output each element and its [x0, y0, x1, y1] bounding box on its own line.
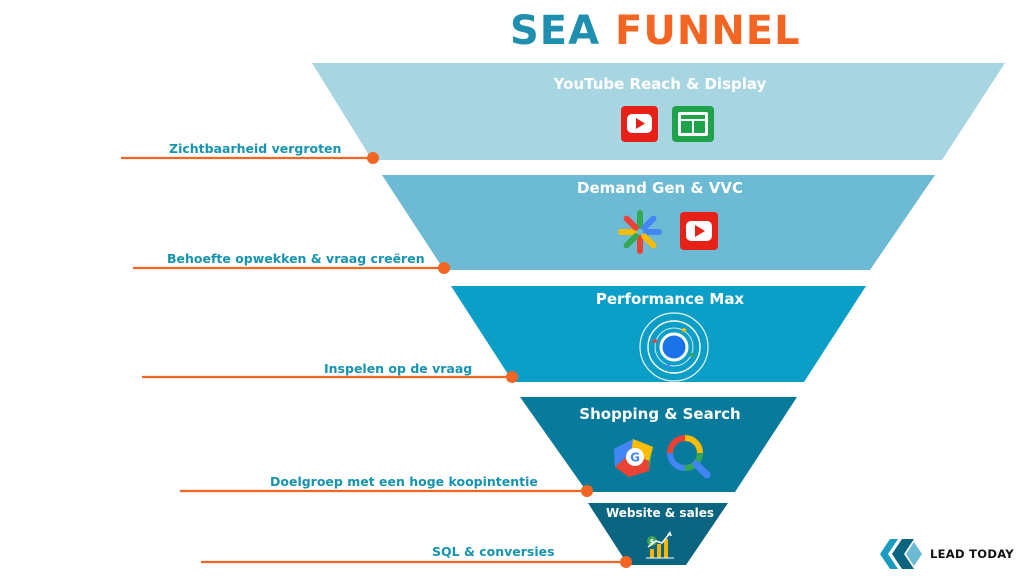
connector-dot-3 [506, 371, 518, 383]
funnel-level-4 [520, 397, 797, 492]
sales-growth-icon: $ [646, 531, 674, 559]
svg-text:G: G [630, 451, 640, 465]
lead-today-logo-mark [880, 539, 922, 569]
connector-lines [121, 156, 626, 564]
funnel-level-3-title: Performance Max [595, 290, 745, 308]
google-display-icon [672, 106, 714, 142]
connector-dot-4 [581, 485, 593, 497]
performance-max-icon [639, 312, 709, 382]
side-label-intent: Doelgroep met een hoge koopintentie [270, 474, 538, 489]
youtube-icon [621, 106, 658, 142]
side-label-respond: Inspelen op de vraag [324, 361, 473, 376]
page-title: SEA FUNNEL [510, 8, 801, 54]
funnel-level-1 [312, 63, 1005, 160]
google-ads-demand-gen-icon [618, 210, 662, 254]
google-shopping-icon: G [614, 439, 653, 477]
funnel-level-1-title: YouTube Reach & Display [553, 75, 767, 93]
funnel-level-3 [451, 286, 866, 382]
connector-dot-5 [620, 556, 632, 568]
connector-dot-1 [367, 152, 379, 164]
google-search-icon [667, 435, 711, 479]
title-part-sea: SEA [510, 8, 601, 54]
funnel-level-2-title: Demand Gen & VVC [577, 179, 743, 197]
funnel-level-5-title: Website & sales [605, 506, 715, 520]
lead-today-logo: LEAD TODAY [880, 536, 1014, 572]
funnel-level-2 [382, 175, 935, 270]
side-label-demand: Behoefte opwekken & vraag creëren [167, 251, 425, 266]
connector-dot-2 [438, 262, 450, 274]
title-part-funnel: FUNNEL [615, 8, 801, 54]
svg-text:$: $ [650, 538, 655, 546]
logo-text: LEAD TODAY [930, 547, 1014, 561]
funnel-level-4-title: Shopping & Search [579, 405, 741, 423]
youtube-icon [680, 212, 718, 250]
side-label-conversions: SQL & conversies [432, 544, 555, 559]
side-label-visibility: Zichtbaarheid vergroten [169, 141, 342, 156]
funnel-level-5 [588, 503, 728, 565]
